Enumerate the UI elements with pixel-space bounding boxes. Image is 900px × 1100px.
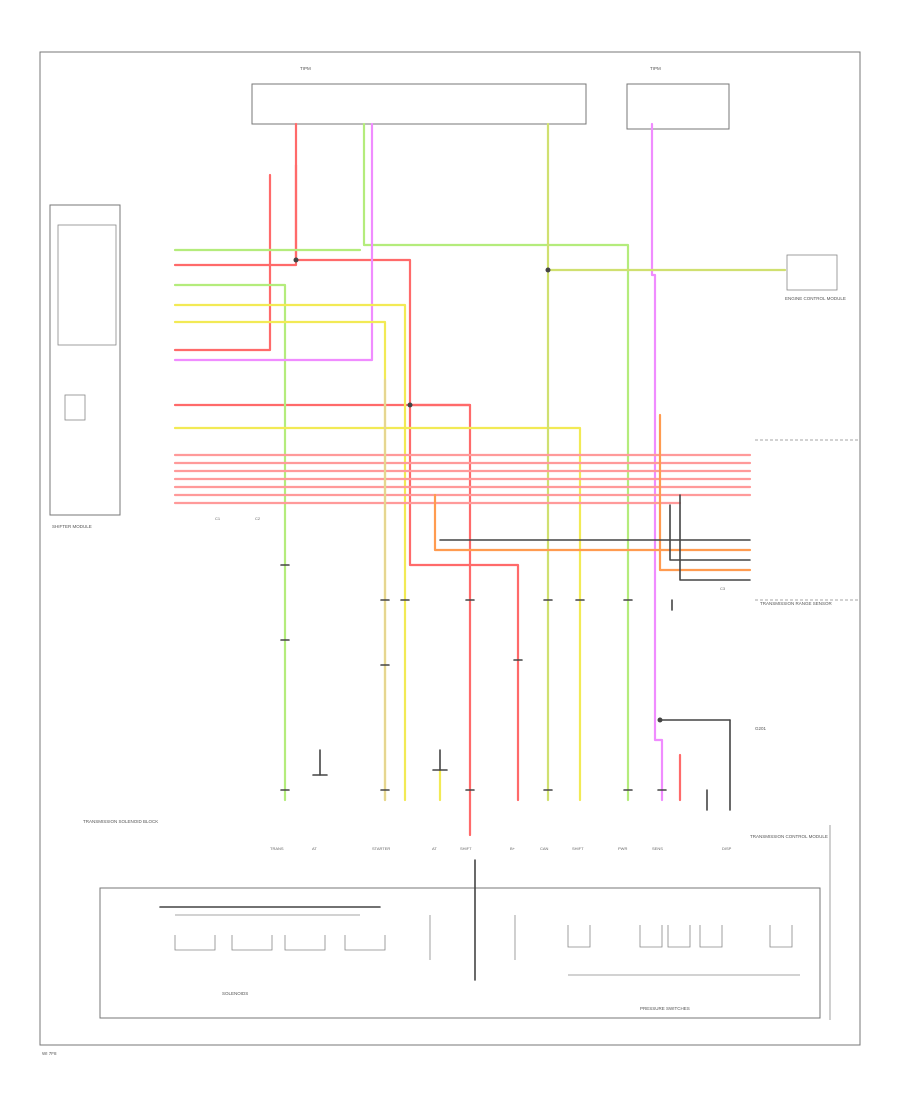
pin-label-1: TRANS xyxy=(270,846,284,851)
wire-magenta-1 xyxy=(173,122,374,362)
wire-yellow-3 xyxy=(173,320,387,802)
connector-marks xyxy=(280,564,667,791)
ground-symbol-2 xyxy=(432,749,448,771)
footer-code: WI 7F8 xyxy=(42,1051,57,1056)
wire-yellow-2 xyxy=(173,426,582,802)
solenoid-2 xyxy=(231,935,273,951)
pressure-switch-2 xyxy=(639,925,663,948)
wire-yellow-1 xyxy=(173,303,407,802)
splice-dot-2 xyxy=(545,267,551,273)
pin-label-11: DISP xyxy=(722,846,732,851)
shifter-inner-switch xyxy=(57,224,117,346)
ground-label: G201 xyxy=(755,726,767,731)
wire-magenta-2 xyxy=(650,122,664,802)
wire-red-down xyxy=(408,403,520,802)
solenoid-1 xyxy=(174,935,216,951)
ground-symbol-1 xyxy=(312,749,328,776)
connector-code-1: C1 xyxy=(215,516,221,521)
fuse-block-right-box xyxy=(626,83,730,130)
pressure-switch-1 xyxy=(567,925,591,948)
pink-bus-bundle xyxy=(173,453,752,505)
diagram-frame xyxy=(39,51,861,1046)
pin-label-3: STARTER xyxy=(372,846,390,851)
fuse-block-label: TIPM TIPM xyxy=(300,66,661,71)
shifter-module-box xyxy=(49,204,121,516)
fuse-block-box xyxy=(251,83,587,125)
splice-dot-4 xyxy=(407,402,413,408)
wire-dark-3 xyxy=(679,494,751,581)
pin-label-4: AT xyxy=(432,846,437,851)
pin-label-8: SHIFT xyxy=(572,846,584,851)
solenoid-4 xyxy=(344,935,386,951)
pressure-switches-label: PRESSURE SWITCHES xyxy=(640,1006,690,1011)
shifter-module-label: SHIFTER MODULE xyxy=(52,524,92,529)
solenoids-label: SOLENOIDS xyxy=(222,991,248,996)
connector-code-3: C3 xyxy=(720,586,726,591)
transmission-box xyxy=(99,887,821,1019)
pressure-switch-4 xyxy=(699,925,723,948)
engine-control-label: ENGINE CONTROL MODULE xyxy=(785,296,846,301)
wire-green-1 xyxy=(362,122,630,802)
transmission-solenoid-label: TRANSMISSION SOLENOID BLOCK xyxy=(83,819,158,824)
solenoid-3 xyxy=(284,935,326,951)
splice-dot-3 xyxy=(657,717,663,723)
pressure-switch-5 xyxy=(769,925,793,948)
fuse-block-title: TIPM xyxy=(300,66,311,71)
connector-code-2: C2 xyxy=(255,516,261,521)
wire-red-feed-2 xyxy=(173,173,272,352)
pin-label-2: AT xyxy=(312,846,317,851)
pin-label-10: SENS xyxy=(652,846,663,851)
wire-orange-2 xyxy=(433,493,752,552)
wire-orange-1 xyxy=(658,413,752,572)
pin-label-9: PWR xyxy=(618,846,627,851)
bottom-pin-labels: TRANS AT STARTER AT SHIFT B+ CAN SHIFT P… xyxy=(270,846,732,851)
engine-control-box xyxy=(786,254,838,291)
wire-dark-2 xyxy=(669,504,751,561)
pin-label-5: SHIFT xyxy=(460,846,472,851)
shifter-inner-small xyxy=(64,394,86,421)
pin-label-7: CAN xyxy=(540,846,549,851)
pressure-switch-3 xyxy=(667,925,691,948)
fuse-block-right-title: TIPM xyxy=(650,66,661,71)
splice-dot-1 xyxy=(293,257,299,263)
wire-green-3 xyxy=(173,283,287,802)
wire-red-branch xyxy=(173,163,298,267)
transmission-control-label: TRANSMISSION CONTROL MODULE xyxy=(750,834,828,839)
pin-label-6: B+ xyxy=(510,846,516,851)
trans-range-label: TRANSMISSION RANGE SENSOR xyxy=(760,601,833,606)
